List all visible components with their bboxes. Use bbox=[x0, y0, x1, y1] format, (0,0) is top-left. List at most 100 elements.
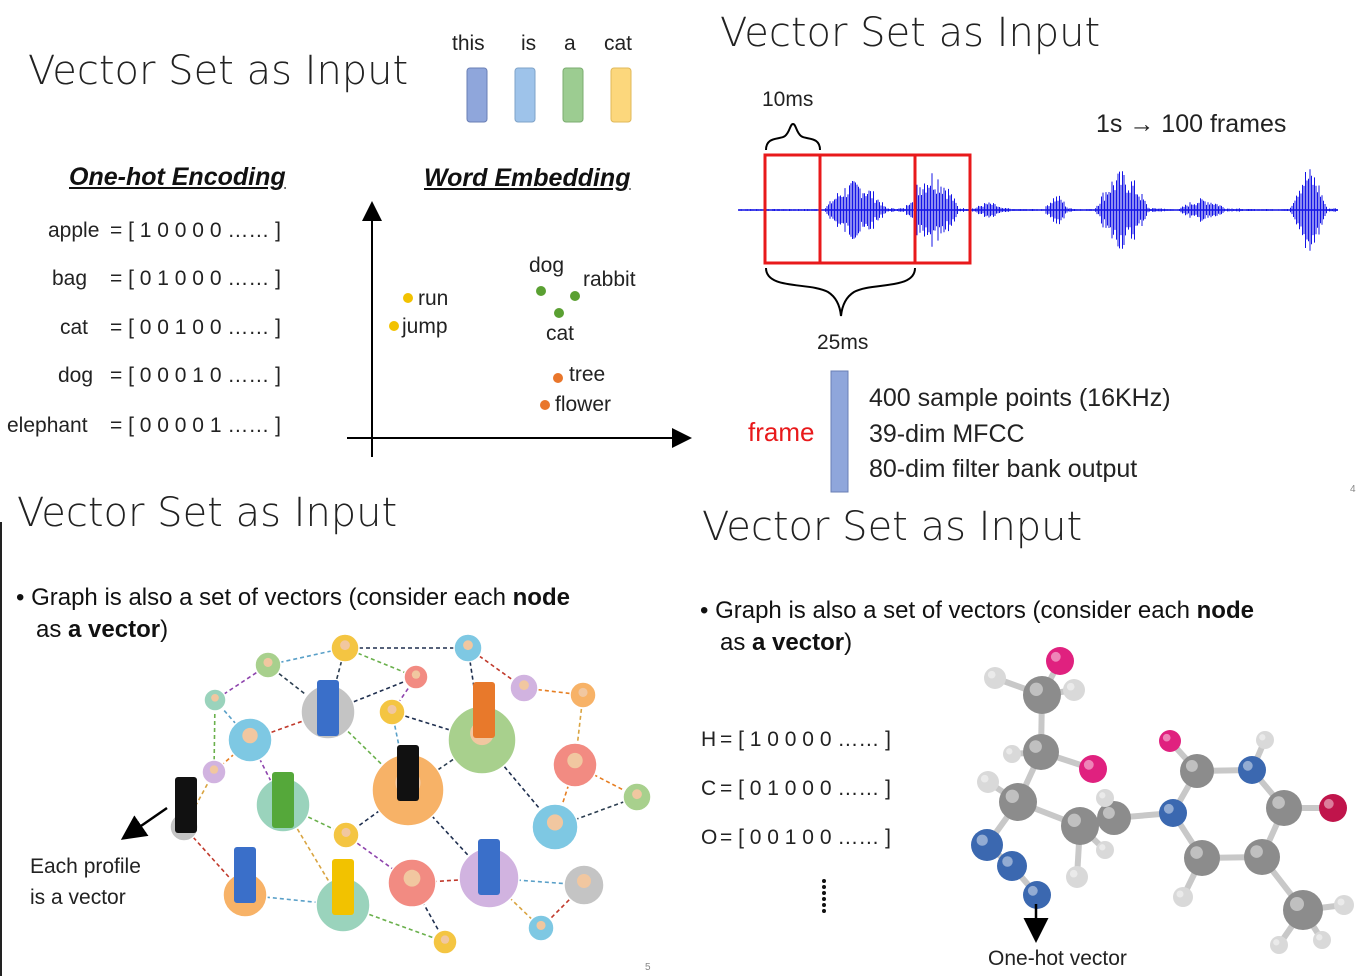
atom-highlight bbox=[1250, 845, 1263, 858]
atom-highlight bbox=[1163, 803, 1174, 814]
point-dog bbox=[536, 286, 546, 296]
embedding-axes bbox=[347, 201, 692, 457]
waveform-path bbox=[739, 169, 1338, 251]
profile-face bbox=[632, 789, 642, 800]
onehot-word-cat: cat bbox=[60, 316, 89, 339]
molecule-atom bbox=[1159, 799, 1187, 827]
molecule-atom bbox=[1319, 794, 1347, 822]
slide4-bullet-node: node bbox=[1196, 597, 1254, 624]
profile-face bbox=[546, 814, 564, 831]
atom-highlight bbox=[1099, 792, 1106, 799]
embed-label-flower: flower bbox=[555, 393, 612, 416]
audio-waveform bbox=[738, 169, 1338, 251]
slide3-title: Vector Set as Input bbox=[17, 490, 398, 536]
onehot-vector-bag: = [ 0 1 0 0 0 …… ] bbox=[110, 267, 282, 290]
embed-label-run: run bbox=[418, 287, 449, 310]
onehot-vector-dog: = [ 0 0 0 1 0 …… ] bbox=[110, 364, 282, 387]
onehot-encoding-heading: One-hot Encoding bbox=[69, 163, 286, 191]
onehot-vector-caption: One-hot vector bbox=[988, 947, 1127, 970]
profile-face bbox=[519, 680, 529, 691]
atom-highlight bbox=[1102, 806, 1115, 819]
atom-label-c: C bbox=[701, 777, 717, 800]
brace-10ms bbox=[765, 122, 821, 151]
atom-highlight bbox=[1029, 740, 1042, 753]
label-10ms: 10ms bbox=[762, 88, 814, 111]
point-tree bbox=[553, 373, 563, 383]
molecule-atom bbox=[1003, 745, 1021, 763]
slide4-title: Vector Set as Input bbox=[702, 504, 1083, 550]
profile-face bbox=[577, 874, 591, 888]
slide3-bullet-line2: as a vector) bbox=[36, 614, 168, 646]
atom-highlight bbox=[1006, 748, 1013, 755]
atom-vector-o: = [ 0 0 1 0 0 …… ] bbox=[720, 826, 892, 849]
graph-edge bbox=[282, 804, 344, 906]
profile-face bbox=[403, 869, 421, 887]
token-bar-is bbox=[514, 67, 536, 123]
molecule-atom bbox=[1313, 931, 1331, 949]
molecule-atom bbox=[1270, 936, 1288, 954]
atom-vector-h: = [ 1 0 0 0 0 …… ] bbox=[720, 728, 892, 751]
atom-highlight bbox=[1185, 759, 1198, 772]
molecule-atom bbox=[1184, 840, 1220, 876]
atom-highlight bbox=[1066, 682, 1075, 691]
atom-highlight bbox=[1050, 651, 1061, 662]
slide2-page-number: 4 bbox=[1350, 484, 1356, 495]
atom-highlight bbox=[1099, 844, 1106, 851]
frame-vector-bar bbox=[830, 370, 849, 493]
slide3-bullet-as: as bbox=[36, 616, 69, 643]
atom-highlight bbox=[1083, 759, 1094, 770]
slide3-page-number: 5 bbox=[645, 962, 651, 973]
atom-highlight bbox=[1290, 897, 1304, 911]
profile-face bbox=[341, 827, 351, 837]
social-network-graph bbox=[169, 633, 652, 955]
onehot-word-elephant: elephant bbox=[7, 414, 88, 437]
molecule-atom bbox=[1283, 890, 1323, 930]
embed-label-rabbit: rabbit bbox=[583, 268, 636, 291]
profile-face bbox=[567, 752, 583, 769]
profile-face bbox=[211, 693, 219, 702]
atom-highlight bbox=[1176, 890, 1184, 898]
slide1-title: Vector Set as Input bbox=[28, 48, 409, 94]
ellipsis-dots bbox=[822, 879, 826, 913]
atom-highlight bbox=[1272, 796, 1285, 809]
word-token-bars bbox=[466, 67, 632, 123]
token-word-cat: cat bbox=[604, 32, 633, 55]
molecule-atom bbox=[1079, 755, 1107, 783]
embed-label-tree: tree bbox=[569, 363, 606, 386]
molecule-atom bbox=[1173, 887, 1193, 907]
atom-highlight bbox=[1273, 939, 1280, 946]
token-word-this: this bbox=[452, 32, 485, 55]
frame-box-2 bbox=[818, 153, 972, 265]
onehot-vector-cat: = [ 0 0 1 0 0 …… ] bbox=[110, 316, 282, 339]
slide4-bullet: • Graph is also a set of vectors (consid… bbox=[700, 597, 1254, 624]
onehot-word-bag: bag bbox=[52, 267, 88, 290]
profile-face bbox=[387, 704, 397, 714]
profile-face bbox=[578, 687, 588, 697]
atom-highlight bbox=[1242, 760, 1253, 771]
embed-label-cat: cat bbox=[546, 322, 575, 345]
molecule-atom bbox=[1063, 679, 1085, 701]
profile-vector-bar bbox=[272, 772, 294, 828]
word-embedding-heading: Word Embedding bbox=[424, 164, 631, 192]
slide3-bullet-close: ) bbox=[160, 616, 169, 643]
molecule-atom bbox=[1066, 866, 1088, 888]
atom-highlight bbox=[1316, 934, 1323, 941]
profile-face bbox=[463, 640, 473, 651]
atom-highlight bbox=[1005, 789, 1019, 803]
atom-highlight bbox=[987, 670, 996, 679]
molecule-atom bbox=[1097, 801, 1131, 835]
atom-label-h: H bbox=[701, 728, 717, 751]
atom-highlight bbox=[1069, 869, 1078, 878]
point-run bbox=[403, 293, 413, 303]
molecule-atom bbox=[1023, 676, 1061, 714]
molecule-atom bbox=[1256, 731, 1274, 749]
profile-face bbox=[263, 657, 273, 667]
slide4-bullet-text: Graph is also a set of vectors (consider… bbox=[715, 597, 1197, 624]
frames-per-second-text: 1s → 100 frames bbox=[1096, 110, 1287, 138]
slide3-bullet-vector: a vector bbox=[68, 616, 161, 643]
profile-face bbox=[340, 640, 350, 651]
token-bar-cat bbox=[610, 67, 632, 123]
molecule-atom bbox=[984, 667, 1006, 689]
profile-face bbox=[440, 935, 450, 944]
